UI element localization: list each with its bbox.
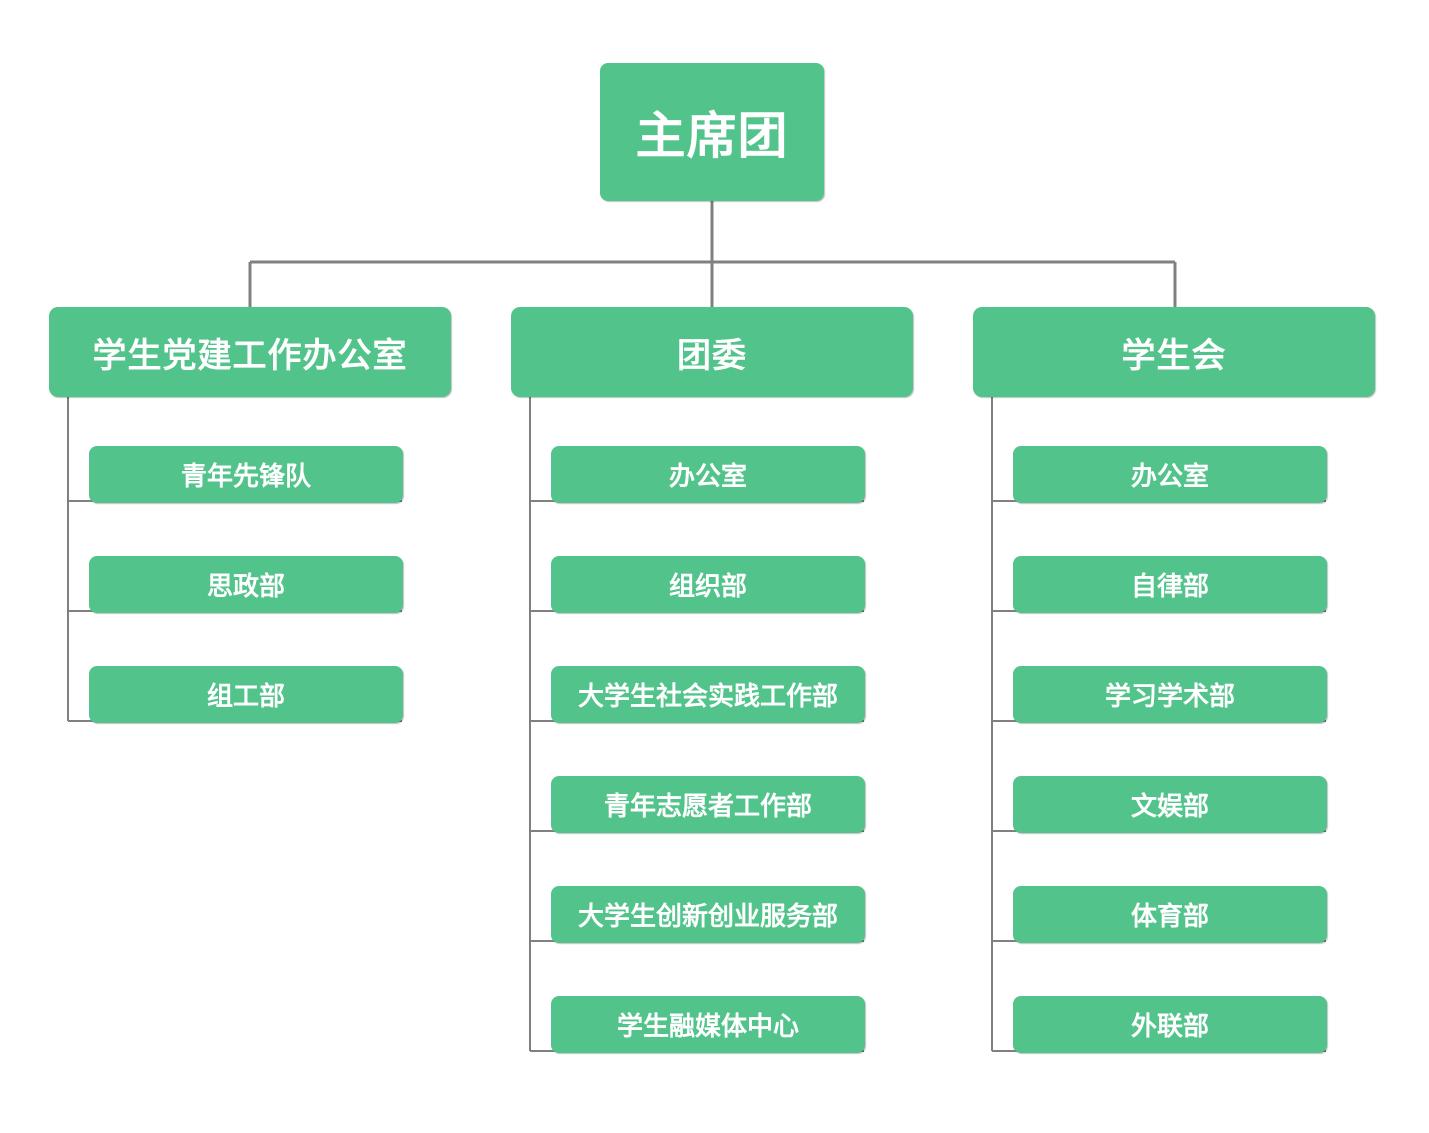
child-node: 办公室: [1013, 446, 1327, 503]
child-node: 青年志愿者工作部: [551, 776, 865, 833]
child-node: 大学生创新创业服务部: [551, 886, 865, 943]
child-node: 组工部: [89, 666, 403, 723]
root-node: 主席团: [600, 63, 824, 201]
child-node: 外联部: [1013, 996, 1327, 1053]
child-node: 青年先锋队: [89, 446, 403, 503]
child-node: 文娱部: [1013, 776, 1327, 833]
dept-node-party-building: 学生党建工作办公室: [49, 307, 451, 397]
child-node: 大学生社会实践工作部: [551, 666, 865, 723]
child-node: 组织部: [551, 556, 865, 613]
child-node: 自律部: [1013, 556, 1327, 613]
dept-node-youth-league: 团委: [511, 307, 913, 397]
child-node: 学生融媒体中心: [551, 996, 865, 1053]
child-node: 学习学术部: [1013, 666, 1327, 723]
child-node: 办公室: [551, 446, 865, 503]
child-node: 体育部: [1013, 886, 1327, 943]
dept-node-student-union: 学生会: [973, 307, 1375, 397]
child-node: 思政部: [89, 556, 403, 613]
